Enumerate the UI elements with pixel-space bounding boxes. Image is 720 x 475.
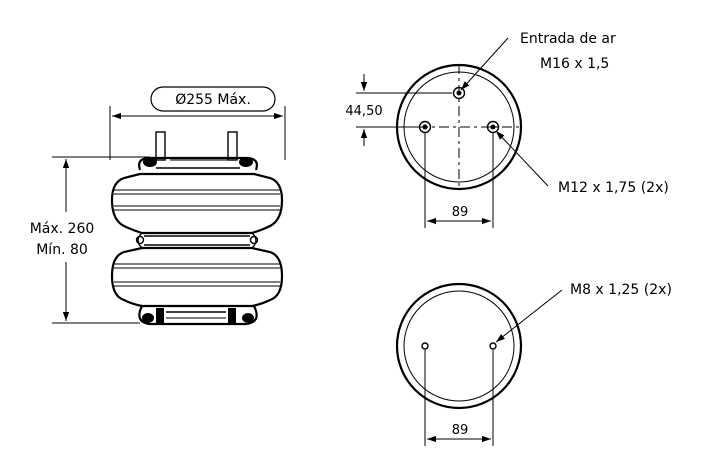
air-inlet-hole [452,86,466,100]
bolt-hole-left [418,120,432,134]
inlet-callout: Entrada de ar M16 x 1,5 [460,31,616,91]
offset-label: 44,50 [345,104,382,119]
bottom-bead-plate [138,305,258,326]
height-dimension: Máx. 260 Mín. 80 [30,156,150,324]
girdle-ring [135,232,259,249]
bolt-hole-right [486,120,500,134]
height-max-label: Máx. 260 [30,221,95,237]
bottom-spacing-label: 89 [452,423,469,438]
top-studs [155,131,238,161]
upper-bellow [110,172,284,235]
inlet-label-line1: Entrada de ar [520,31,616,47]
diameter-label: Ø255 Máx. [175,92,251,108]
top-view: Entrada de ar M16 x 1,5 44,50 M12 x 1,75… [338,31,669,228]
offset-dimension: 44,50 [338,74,452,146]
bottom-spacing-dimension: 89 [424,350,494,446]
lower-bellow [110,246,284,308]
diameter-dimension: Ø255 Máx. [109,86,286,160]
top-bolt-label: M12 x 1,75 (2x) [558,180,669,196]
inlet-label-line2: M16 x 1,5 [540,56,609,72]
top-bead-plate [138,156,258,171]
bottom-bolt-callout: M8 x 1,25 (2x) [495,282,672,343]
top-bolt-callout: M12 x 1,75 (2x) [495,130,669,196]
height-min-label: Mín. 80 [36,242,88,258]
bottom-bolt-hole-right [489,342,497,350]
top-spacing-label: 89 [452,205,469,220]
side-view: Ø255 Máx. Máx. 260 Mín. 80 [30,86,286,326]
top-spacing-dimension: 89 [424,133,494,228]
bottom-view: M8 x 1,25 (2x) 89 [395,282,672,446]
bottom-bolt-hole-left [421,342,429,350]
bottom-bolt-label: M8 x 1,25 (2x) [570,282,672,298]
diameter-label-box [150,86,276,112]
